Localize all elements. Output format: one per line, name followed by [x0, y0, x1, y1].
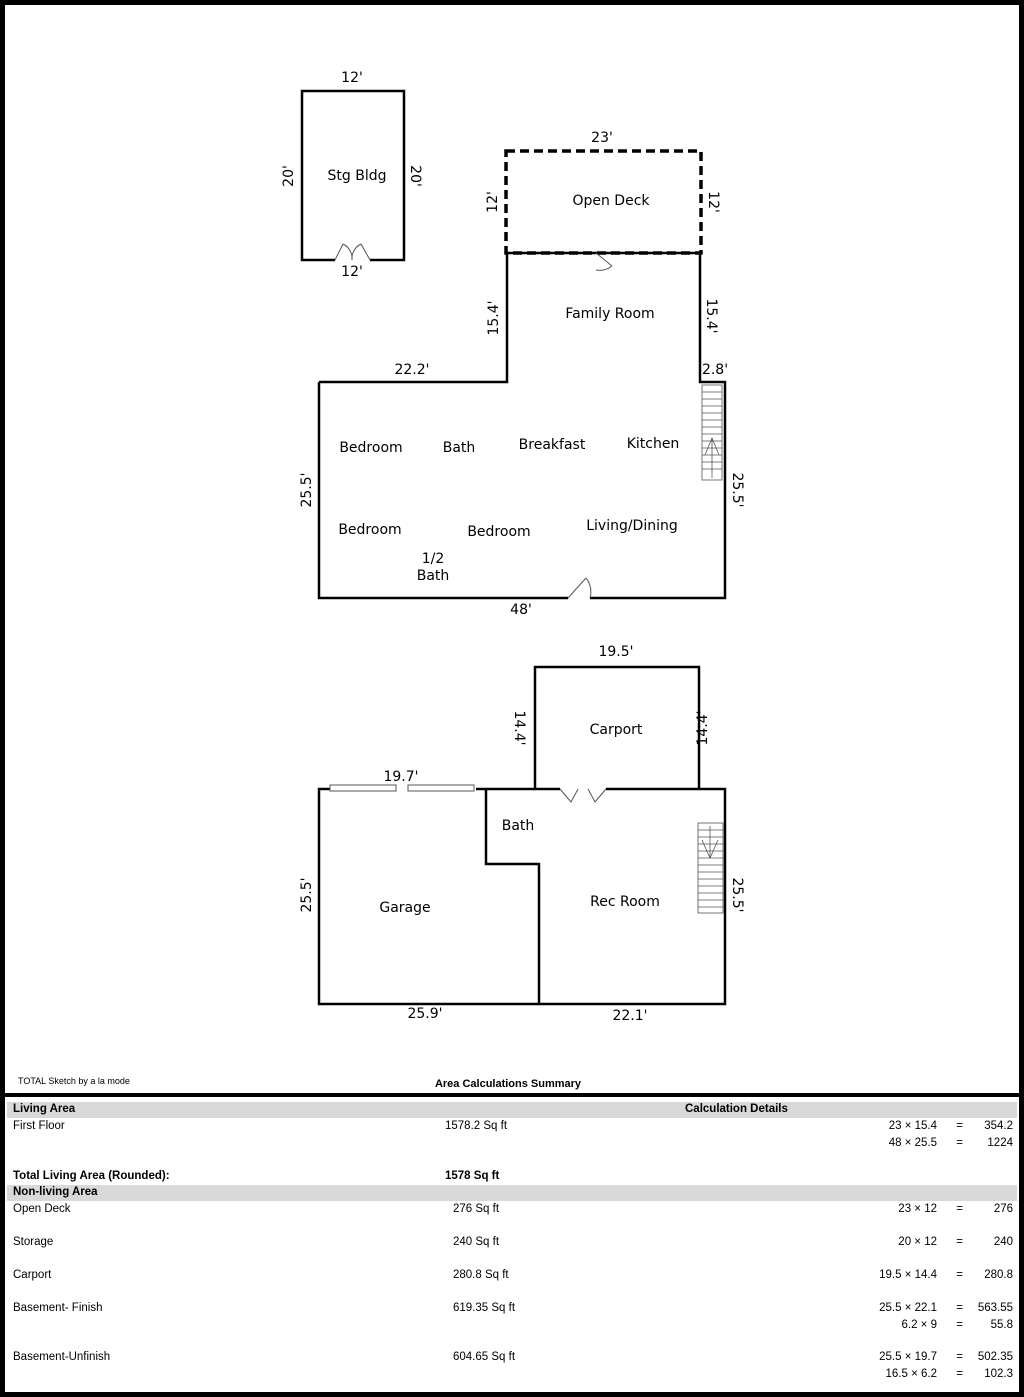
- room-rec-room: Rec Room: [590, 894, 660, 910]
- ff-dim-family-right: 15.4': [703, 298, 719, 333]
- living-area-label: Living Area: [13, 1103, 76, 1115]
- ff-dim-left: 25.5': [299, 472, 315, 507]
- room-bedroom-1: Bedroom: [339, 440, 402, 456]
- garage-window-icon: [329, 784, 475, 792]
- summary-title: Area Calculations Summary: [434, 1078, 582, 1090]
- deck-label: Open Deck: [572, 193, 650, 209]
- room-breakfast: Breakfast: [519, 437, 586, 453]
- row-open-deck-area: 276 Sq ft: [453, 1203, 500, 1215]
- row-first-floor-name: First Floor: [13, 1120, 65, 1132]
- row-carport-calc: 19.5 × 14.4=280.8: [879, 1269, 1013, 1281]
- total-living-label: Total Living Area (Rounded):: [13, 1170, 170, 1182]
- open-deck: Open Deck 23' 12' 12': [485, 130, 721, 255]
- room-basement-bath: Bath: [502, 818, 535, 834]
- carport-door-icon: [559, 788, 607, 803]
- room-half-bath-line1: 1/2: [422, 551, 445, 567]
- row-open-deck-name: Open Deck: [13, 1203, 71, 1215]
- ff-dim-right: 25.5': [729, 472, 745, 507]
- bs-dim-carport-top: 19.5': [598, 644, 633, 660]
- room-bedroom-2: Bedroom: [338, 522, 401, 538]
- deck-dim-left: 12': [485, 191, 501, 213]
- row-basement-finish-calc-1: 25.5 × 22.1=563.55: [879, 1302, 1013, 1314]
- row-basement-unfinish-area: 604.65 Sq ft: [453, 1351, 516, 1363]
- row-first-floor-calc-1: 23 × 15.4=354.2: [888, 1120, 1013, 1132]
- stairs-icon: [701, 384, 723, 481]
- ff-dim-top-left: 22.2': [394, 362, 429, 378]
- storage-dim-left: 20': [281, 165, 297, 187]
- row-carport-name: Carport: [13, 1269, 52, 1281]
- room-bedroom-3: Bedroom: [467, 524, 530, 540]
- row-first-floor-calc-2: 48 × 25.5=1224: [888, 1137, 1013, 1149]
- sketch-credit: TOTAL Sketch by a la mode: [18, 1076, 130, 1086]
- bs-dim-bottom-left: 25.9': [407, 1006, 442, 1022]
- storage-dim-top: 12': [341, 70, 363, 86]
- front-door-icon: [567, 577, 592, 599]
- bs-dim-carport-left: 14.4': [511, 710, 527, 745]
- row-basement-unfinish-name: Basement-Unfinish: [13, 1351, 111, 1363]
- storage-building: Stg Bldg 12' 12' 20' 20': [281, 70, 423, 280]
- deck-door-icon: [595, 252, 613, 271]
- bs-dim-bottom-right: 22.1': [612, 1008, 647, 1024]
- row-basement-unfinish-calc-1: 25.5 × 19.7=502.35: [879, 1351, 1013, 1363]
- basement: Carport Bath Garage Rec Room 19.5' 14.4'…: [299, 644, 745, 1024]
- room-garage: Garage: [379, 900, 430, 916]
- row-first-floor-area: 1578.2 Sq ft: [445, 1120, 508, 1132]
- row-storage-name: Storage: [13, 1236, 54, 1248]
- room-half-bath-line2: Bath: [417, 568, 450, 584]
- nonliving-area-header: Non-living Area: [7, 1185, 1017, 1201]
- first-floor: Family Room Bedroom Bath Breakfast Kitch…: [299, 251, 745, 618]
- floor-plan-sketch: Stg Bldg 12' 12' 20' 20' Open Deck 23' 1…: [281, 70, 745, 1024]
- bs-dim-carport-right: 14.4': [695, 710, 711, 745]
- room-living-dining: Living/Dining: [586, 518, 678, 534]
- basement-stairs-icon: [697, 822, 724, 914]
- ff-dim-family-left: 15.4': [486, 300, 502, 335]
- row-carport-area: 280.8 Sq ft: [453, 1269, 509, 1281]
- living-area-header: Living Area Calculation Details: [7, 1102, 1017, 1118]
- calc-details-label: Calculation Details: [685, 1103, 788, 1115]
- total-living-value: 1578 Sq ft: [445, 1170, 500, 1182]
- ff-dim-top-right: 2.8': [702, 362, 728, 378]
- bs-dim-left: 25.5': [299, 877, 315, 912]
- area-summary-table: Living Area Calculation Details First Fl…: [5, 1093, 1019, 1392]
- room-kitchen: Kitchen: [627, 436, 680, 452]
- double-door-icon: [334, 243, 353, 261]
- row-basement-finish-calc-2: 6.2 × 9=55.8: [901, 1319, 1014, 1331]
- bs-dim-garage-top: 19.7': [383, 769, 418, 785]
- row-basement-unfinish-calc-2: 16.5 × 6.2=102.3: [885, 1368, 1013, 1380]
- deck-dim-top: 23': [591, 130, 613, 146]
- row-basement-finish-area: 619.35 Sq ft: [453, 1302, 516, 1314]
- row-open-deck-calc: 23 × 12=276: [898, 1203, 1013, 1215]
- storage-dim-right: 20': [407, 165, 423, 187]
- storage-room-label: Stg Bldg: [328, 168, 387, 184]
- ff-dim-bottom: 48': [510, 602, 532, 618]
- room-family-room: Family Room: [565, 306, 654, 322]
- row-basement-finish-name: Basement- Finish: [13, 1302, 103, 1314]
- bs-dim-right: 25.5': [729, 877, 745, 912]
- nonliving-area-label: Non-living Area: [13, 1186, 98, 1198]
- room-carport: Carport: [590, 722, 643, 738]
- room-bath: Bath: [443, 440, 476, 456]
- row-storage-calc: 20 × 12=240: [898, 1236, 1013, 1248]
- row-storage-area: 240 Sq ft: [453, 1236, 500, 1248]
- deck-dim-right: 12': [705, 191, 721, 213]
- storage-dim-bottom: 12': [341, 264, 363, 280]
